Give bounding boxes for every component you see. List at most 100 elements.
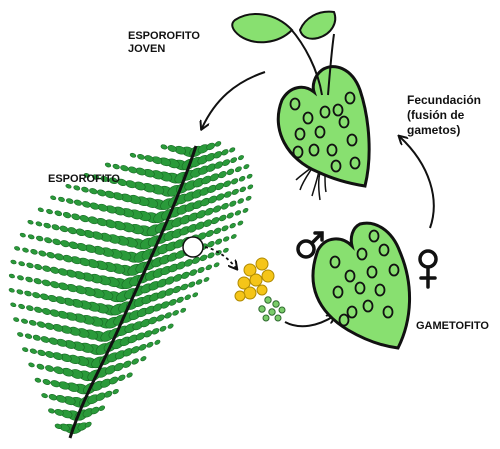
cell-ring <box>332 103 344 117</box>
fern-pinnule <box>180 283 189 291</box>
fern-pinnule <box>54 253 64 261</box>
fern-pinnule <box>184 294 191 301</box>
fern-pinnule <box>213 227 222 235</box>
fern-pinnule <box>92 174 100 180</box>
cell-ring <box>329 255 341 269</box>
fern-pinnule <box>222 159 231 166</box>
fern-pinnule <box>120 165 129 172</box>
fern-pinnule <box>42 379 51 385</box>
sporangium-circle <box>182 236 204 258</box>
fern-pinnule <box>230 178 239 185</box>
fern-pinnule <box>247 184 254 190</box>
fern-pinnule <box>49 281 60 289</box>
fern-pinnule <box>181 271 190 279</box>
fern-pinnule <box>104 162 112 168</box>
label-young-sporophyte: ESPOROFITO JOVEN <box>128 30 200 55</box>
cell-ring <box>354 281 366 295</box>
fern-pinnule <box>211 217 220 225</box>
fern-pinnule <box>212 205 222 213</box>
fern-pinnule <box>28 362 35 368</box>
cell-ring <box>330 159 342 173</box>
fern-pinnule <box>53 366 64 375</box>
fern-pinnule <box>151 328 160 335</box>
arrow-gametophyte-to-fertilization <box>400 137 435 229</box>
fern-pinnule <box>73 199 83 206</box>
fern-pinnule <box>46 251 56 259</box>
fern-pinnule <box>226 168 235 176</box>
fern-pinnule <box>172 310 179 316</box>
fern-pinnule <box>159 325 167 332</box>
fern-pinnule <box>239 186 247 193</box>
cell-ring <box>332 285 344 299</box>
fern-pinnule <box>42 265 51 272</box>
fern-pinnule <box>223 236 230 242</box>
young-leaf-right <box>298 10 337 40</box>
fern-pinnule <box>127 166 138 174</box>
fern-pinnule <box>45 351 55 358</box>
fern-pinnule <box>191 256 201 264</box>
spores-cluster <box>234 257 275 302</box>
fern-pinnule <box>50 195 57 201</box>
fern-pinnule <box>36 321 46 328</box>
fern-pinnule <box>44 322 55 330</box>
fern-pinnule <box>199 254 208 262</box>
cell-ring <box>326 143 338 157</box>
fern-pinnule <box>25 276 33 283</box>
fern-pinnule <box>81 186 89 193</box>
fern-pinnule <box>24 333 33 339</box>
fern-pinnule <box>59 225 69 233</box>
label-gametophyte: GAMETOFITO <box>416 320 489 332</box>
fern-pinnule <box>29 348 37 354</box>
fern-pinnule <box>117 374 126 382</box>
fern-pinnule <box>223 247 229 253</box>
fern-pinnule <box>37 349 46 357</box>
gametophyte-thallus <box>311 221 412 350</box>
fern-pinnule <box>203 277 210 282</box>
cell-ring <box>338 313 350 327</box>
arrow-spores-to-gametophyte <box>284 316 334 328</box>
cell-ring <box>366 265 378 279</box>
fern-pinnule <box>167 323 174 329</box>
fern-pinnule <box>221 225 229 232</box>
fern-pinnule <box>48 337 59 345</box>
fern-pinnule <box>223 191 232 198</box>
fern-pinnule <box>44 237 53 244</box>
cell-ring <box>319 105 331 119</box>
young-sporophyte <box>231 10 371 201</box>
cell-ring <box>378 243 390 257</box>
fern-pinnule <box>234 166 242 173</box>
cell-ring <box>302 111 314 125</box>
fern-pinnule <box>46 209 53 215</box>
fern-pinnule <box>45 365 55 372</box>
fern-pinnule <box>18 303 25 310</box>
fern-pinnule <box>112 388 119 395</box>
cell-ring <box>356 247 368 261</box>
cell-ring <box>338 115 350 129</box>
fern-pinnule <box>104 390 113 398</box>
fern-pinnule <box>188 281 196 288</box>
fern-pinnule <box>242 207 249 213</box>
fern-pinnule <box>146 341 154 348</box>
fern-pinnule <box>10 259 17 265</box>
male-symbol-icon <box>296 231 324 259</box>
fern-pinnule <box>40 336 50 343</box>
fern-pinnule <box>122 360 132 368</box>
cell-ring <box>346 133 358 147</box>
fern-pinnule <box>144 155 154 162</box>
fern-pinnule <box>66 198 74 204</box>
female-symbol-icon <box>418 249 438 289</box>
fern-pinnule <box>32 334 41 341</box>
fern-pinnule <box>206 142 216 151</box>
fern-pinnule <box>237 220 244 226</box>
fern-pinnule <box>131 358 139 365</box>
fern-pinnule <box>129 152 137 158</box>
cell-ring <box>289 97 301 111</box>
fern-pinnule <box>89 188 98 195</box>
fern-pinnule <box>34 264 43 270</box>
fern-pinnule <box>126 372 133 378</box>
fern-pinnule <box>41 393 48 399</box>
fern-pinnule <box>237 198 244 204</box>
fern-pinnule <box>238 155 244 161</box>
fern-pinnule <box>218 214 227 222</box>
cell-ring <box>314 125 326 139</box>
